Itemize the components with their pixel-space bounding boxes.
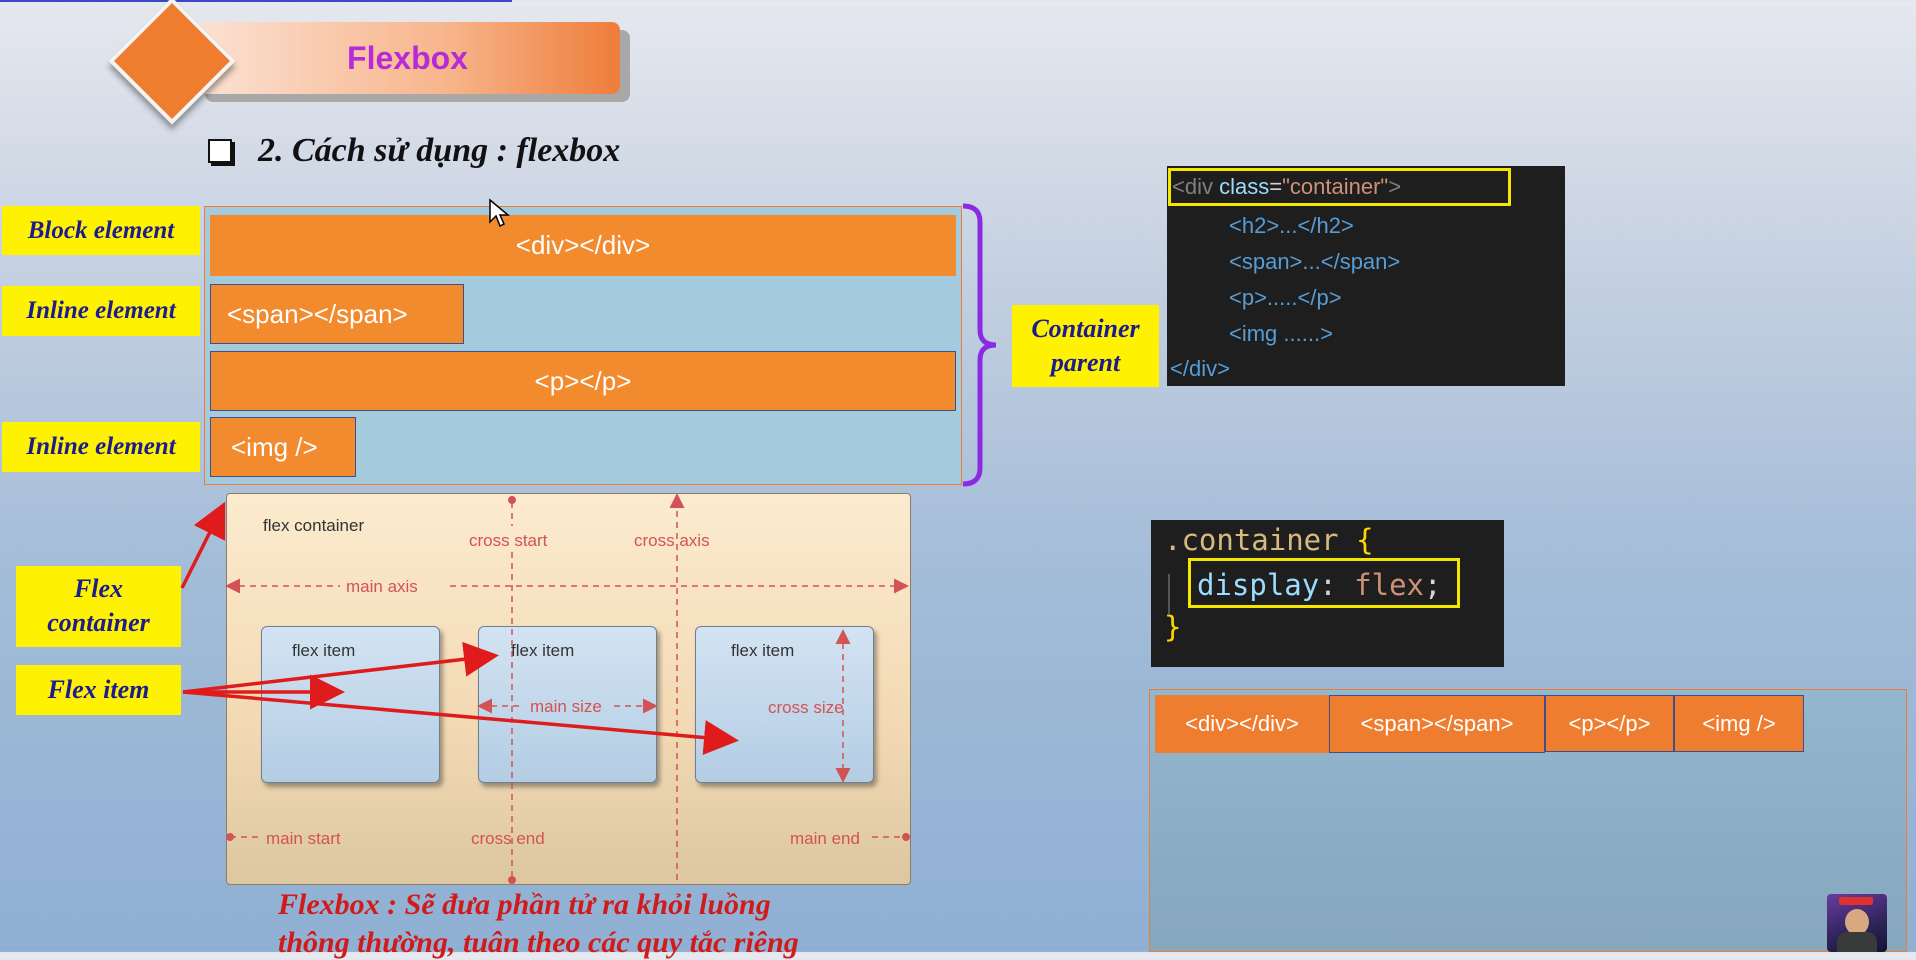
- container-parent-line2: parent: [1050, 348, 1121, 377]
- css-selector: .container: [1164, 523, 1339, 557]
- div-block: <div></div>: [210, 215, 956, 276]
- code-token-bracket: >: [1388, 174, 1402, 199]
- css-semicolon: ;: [1424, 568, 1442, 602]
- flex-item-label: flex item: [511, 641, 575, 660]
- block-element-label: Block element: [2, 206, 200, 255]
- code-line-span: <span>...</span>: [1229, 249, 1401, 274]
- code-highlight-box: [1168, 168, 1511, 206]
- cross-end-label: cross end: [471, 829, 545, 848]
- main-end-label: main end: [790, 829, 860, 848]
- css-prop: display: [1197, 568, 1320, 602]
- css-value: flex: [1354, 568, 1424, 602]
- cross-size-label: cross size: [768, 698, 844, 717]
- avatar-face: [1845, 909, 1869, 935]
- top-divider: [0, 0, 512, 2]
- code-token-value: "container": [1282, 174, 1389, 199]
- avatar-badge: [1839, 897, 1873, 905]
- flex-item-box: [261, 626, 440, 783]
- css-close-brace: }: [1164, 610, 1182, 644]
- img-inline: <img />: [210, 417, 356, 477]
- flex-item-label: flex item: [731, 641, 795, 660]
- title-banner: [195, 22, 620, 94]
- code-line-p: <p>.....</p>: [1229, 285, 1342, 310]
- css-highlight-box: [1188, 558, 1460, 608]
- p-block: <p></p>: [210, 351, 956, 411]
- container-bracket: [962, 203, 997, 487]
- css-indent-guide: [1168, 574, 1170, 614]
- result-img: <img />: [1674, 695, 1804, 752]
- note-line-1: Flexbox : Sẽ đưa phần tử ra khỏi luồng: [278, 888, 771, 921]
- result-div: <div></div>: [1155, 695, 1329, 753]
- html-code-panel: [1167, 166, 1565, 386]
- code-line-img: <img ......>: [1229, 321, 1333, 346]
- flex-container-caption: flex container: [263, 516, 365, 535]
- code-line-div-close: </div>: [1170, 356, 1230, 381]
- container-parent-line1: Container: [1031, 314, 1140, 343]
- result-span: <span></span>: [1329, 695, 1545, 753]
- result-p: <p></p>: [1545, 695, 1674, 752]
- flex-container-label: Flex container: [16, 566, 181, 647]
- flex-container-line2: container: [47, 608, 150, 637]
- code-token-attr: class: [1219, 174, 1270, 199]
- css-colon: :: [1319, 568, 1337, 602]
- span-inline: <span></span>: [210, 284, 464, 344]
- main-size-label: main size: [530, 697, 602, 716]
- code-line-div-open: <div class="container">: [1172, 174, 1401, 200]
- code-line-h2: <h2>...</h2>: [1229, 213, 1354, 238]
- main-start-label: main start: [266, 829, 341, 848]
- code-token-eq: =: [1269, 174, 1283, 199]
- channel-avatar[interactable]: [1827, 894, 1887, 952]
- inline-element-label-2: Inline element: [2, 422, 200, 472]
- flex-container-line1: Flex: [73, 574, 124, 603]
- container-parent-label: Container parent: [1012, 305, 1159, 387]
- code-token-tag: <div: [1172, 174, 1213, 199]
- section-subtitle: 2. Cách sử dụng : flexbox: [258, 132, 621, 169]
- checkbox-bullet-icon: [208, 139, 232, 163]
- inline-element-label: Inline element: [2, 286, 200, 336]
- css-declaration: display: flex;: [1197, 568, 1441, 602]
- cross-start-label: cross start: [469, 531, 548, 550]
- flex-item-label: flex item: [292, 641, 356, 660]
- css-code-panel: [1151, 520, 1504, 667]
- flex-item-callout: Flex item: [16, 665, 181, 715]
- css-open-brace: {: [1356, 523, 1374, 557]
- cross-axis-label: cross axis: [634, 531, 710, 550]
- mouse-cursor-icon: [489, 198, 510, 228]
- page-title: Flexbox: [347, 40, 468, 76]
- note-line-2: thông thường, tuân theo các quy tắc riên…: [278, 926, 799, 959]
- avatar-body: [1837, 932, 1877, 952]
- css-selector-line: .container {: [1164, 523, 1374, 557]
- main-axis-label: main axis: [346, 577, 418, 596]
